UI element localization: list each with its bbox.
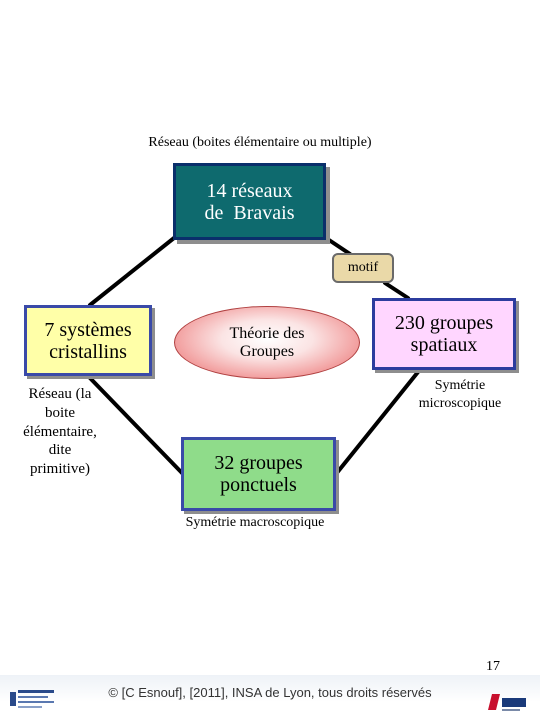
bravais-line-1: 14 réseaux	[206, 179, 293, 202]
ponctuels-line-2: ponctuels	[220, 474, 297, 496]
ponctuels-box: 32 groupes ponctuels	[181, 437, 336, 511]
motif-box: motif	[332, 253, 394, 283]
copyright-text: © [C Esnouf], [2011], INSA de Lyon, tous…	[108, 685, 432, 700]
bravais-box: 14 réseaux de Bravais	[173, 163, 326, 240]
systemes-line-2: cristallins	[49, 340, 127, 363]
line-spatiaux-ponctuels	[334, 370, 420, 476]
sym-micro-line-1: Symétrie	[434, 378, 486, 393]
spatiaux-line-2: spatiaux	[410, 334, 478, 356]
footer-band	[0, 675, 540, 720]
page-number: 17	[486, 659, 500, 674]
insa-logo-icon	[488, 694, 526, 711]
reseau-left-line-5: primitive)	[30, 461, 90, 477]
top-caption: Réseau (boites élémentaire ou multiple)	[148, 135, 372, 150]
symetrie-microscopique-label: Symétrie microscopique	[398, 377, 522, 412]
spatiaux-line-1: 230 groupes	[394, 312, 494, 334]
systemes-line-1: 7 systèmes	[44, 318, 132, 341]
ponctuels-line-1: 32 groupes	[214, 452, 303, 474]
reseau-left-line-4: dite	[48, 442, 72, 459]
reseau-primitive-label: Réseau (la boite élémentaire, dite primi…	[0, 385, 120, 479]
bravais-line-2: de Bravais	[204, 201, 295, 224]
line-motif-spatiaux	[383, 281, 410, 300]
theorie-line-2: Groupes	[239, 342, 295, 360]
line-bravais-systemes	[88, 236, 176, 307]
line-bravais-motif	[324, 236, 352, 256]
sym-micro-line-2: microscopique	[418, 395, 502, 411]
reseau-left-line-1: Réseau (la	[28, 386, 92, 402]
symetrie-macroscopique-label: Symétrie macroscopique	[185, 515, 325, 530]
theorie-ellipse: Théorie des Groupes	[174, 306, 360, 379]
theorie-line-1: Théorie des	[229, 324, 305, 342]
line-systemes-ponctuels	[88, 376, 185, 476]
reseau-left-line-3: élémentaire,	[23, 423, 97, 440]
reseau-left-line-2: boite	[45, 404, 75, 421]
systemes-box: 7 systèmes cristallins	[24, 305, 152, 376]
university-logo-icon	[10, 690, 54, 708]
spatiaux-box: 230 groupes spatiaux	[372, 298, 516, 370]
